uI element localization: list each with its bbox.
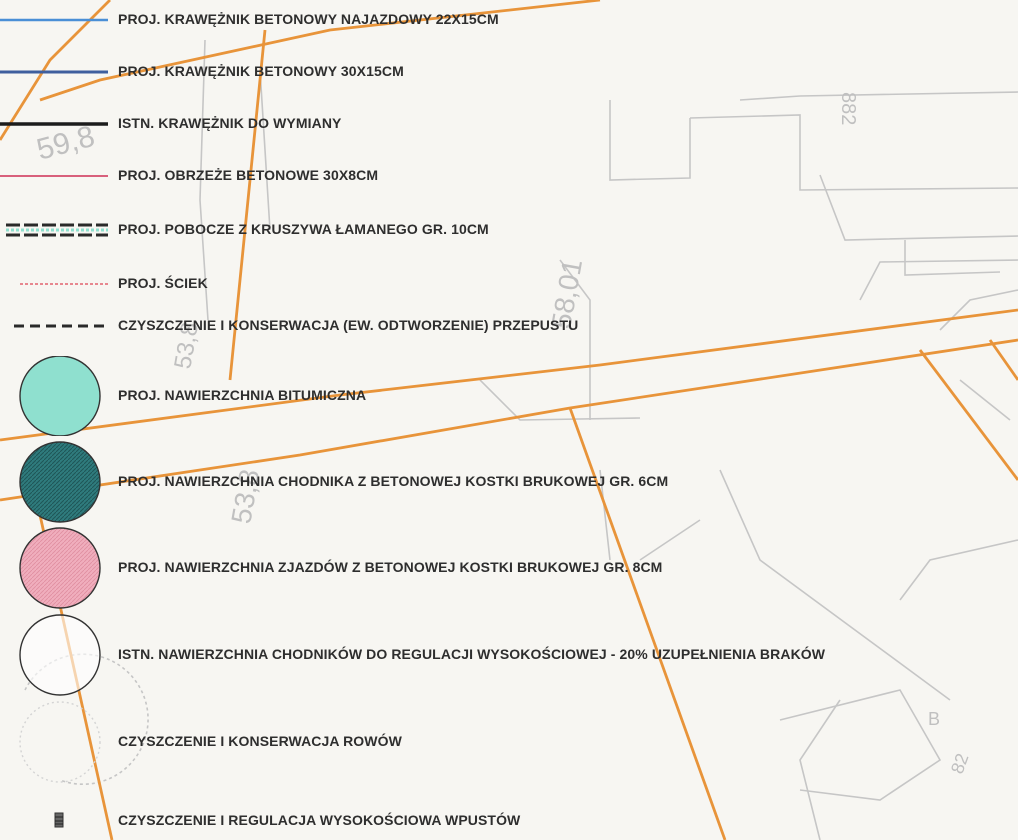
black-line-symbol xyxy=(0,122,108,126)
legend-item-curb-replace: ISTN. KRAWĘŻNIK DO WYMIANY xyxy=(0,104,1018,144)
legend-label: PROJ. NAWIERZCHNIA CHODNIKA Z BETONOWEJ … xyxy=(118,473,669,489)
legend-item-gutter: PROJ. ŚCIEK xyxy=(0,262,1018,302)
legend-label: PROJ. NAWIERZCHNIA ZJAZDÓW Z BETONOWEJ K… xyxy=(118,559,663,575)
legend-label: PROJ. POBOCZE Z KRUSZYWA ŁAMANEGO GR. 10… xyxy=(118,221,489,237)
pink-line-symbol xyxy=(0,175,108,177)
legend-label: ISTN. NAWIERZCHNIA CHODNIKÓW DO REGULACJ… xyxy=(118,646,826,662)
map-label-5: 882 xyxy=(837,92,859,125)
darkblue-line-symbol xyxy=(0,70,108,74)
legend-item-culvert: CZYSZCZENIE I KONSERWACJA (EW. ODTWORZEN… xyxy=(0,304,1018,344)
dashed-gravel-symbol xyxy=(6,223,108,237)
legend-item-asphalt: PROJ. NAWIERZCHNIA BITUMICZNA xyxy=(0,356,1018,436)
blue-line-symbol xyxy=(0,18,108,22)
legend-label: PROJ. NAWIERZCHNIA BITUMICZNA xyxy=(118,387,367,403)
legend-item-driveway-paving: PROJ. NAWIERZCHNIA ZJAZDÓW Z BETONOWEJ K… xyxy=(0,526,1018,610)
legend-label: PROJ. ŚCIEK xyxy=(118,275,208,291)
legend-label: CZYSZCZENIE I REGULACJA WYSOKOŚCIOWA WPU… xyxy=(118,812,521,828)
teal-circle-symbol xyxy=(19,441,101,523)
legend-label: PROJ. KRAWĘŻNIK BETONOWY NAJAZDOWY 22X15… xyxy=(118,11,499,27)
legend-item-existing-sidewalk: ISTN. NAWIERZCHNIA CHODNIKÓW DO REGULACJ… xyxy=(0,612,1018,698)
legend-item-sidewalk-paving: PROJ. NAWIERZCHNIA CHODNIKA Z BETONOWEJ … xyxy=(0,440,1018,524)
white-circle-symbol xyxy=(19,614,101,696)
inlet-icon xyxy=(54,812,64,828)
legend-item-ditches: CZYSZCZENIE I KONSERWACJA ROWÓW xyxy=(0,700,1018,784)
legend-label: CZYSZCZENIE I KONSERWACJA ROWÓW xyxy=(118,733,402,749)
mint-circle-symbol xyxy=(19,356,101,436)
legend-label: ISTN. KRAWĘŻNIK DO WYMIANY xyxy=(118,115,342,131)
legend-item-inlets: CZYSZCZENIE I REGULACJA WYSOKOŚCIOWA WPU… xyxy=(0,800,1018,840)
legend-item-curb-30x15: PROJ. KRAWĘŻNIK BETONOWY 30X15CM xyxy=(0,52,1018,92)
pink-circle-symbol xyxy=(19,527,101,609)
dotted-circle-symbol xyxy=(19,701,101,783)
legend-item-edging: PROJ. OBRZEŻE BETONOWE 30X8CM xyxy=(0,156,1018,196)
map-label-6: B xyxy=(928,709,940,729)
legend-label: CZYSZCZENIE I KONSERWACJA (EW. ODTWORZEN… xyxy=(118,317,579,333)
legend-item-shoulder: PROJ. POBOCZE Z KRUSZYWA ŁAMANEGO GR. 10… xyxy=(0,210,1018,250)
dotted-red-symbol xyxy=(20,283,108,285)
dashed-black-symbol xyxy=(14,324,108,328)
legend-label: PROJ. OBRZEŻE BETONOWE 30X8CM xyxy=(118,167,379,183)
legend-item-curb-ramp: PROJ. KRAWĘŻNIK BETONOWY NAJAZDOWY 22X15… xyxy=(0,0,1018,40)
legend-label: PROJ. KRAWĘŻNIK BETONOWY 30X15CM xyxy=(118,63,404,79)
